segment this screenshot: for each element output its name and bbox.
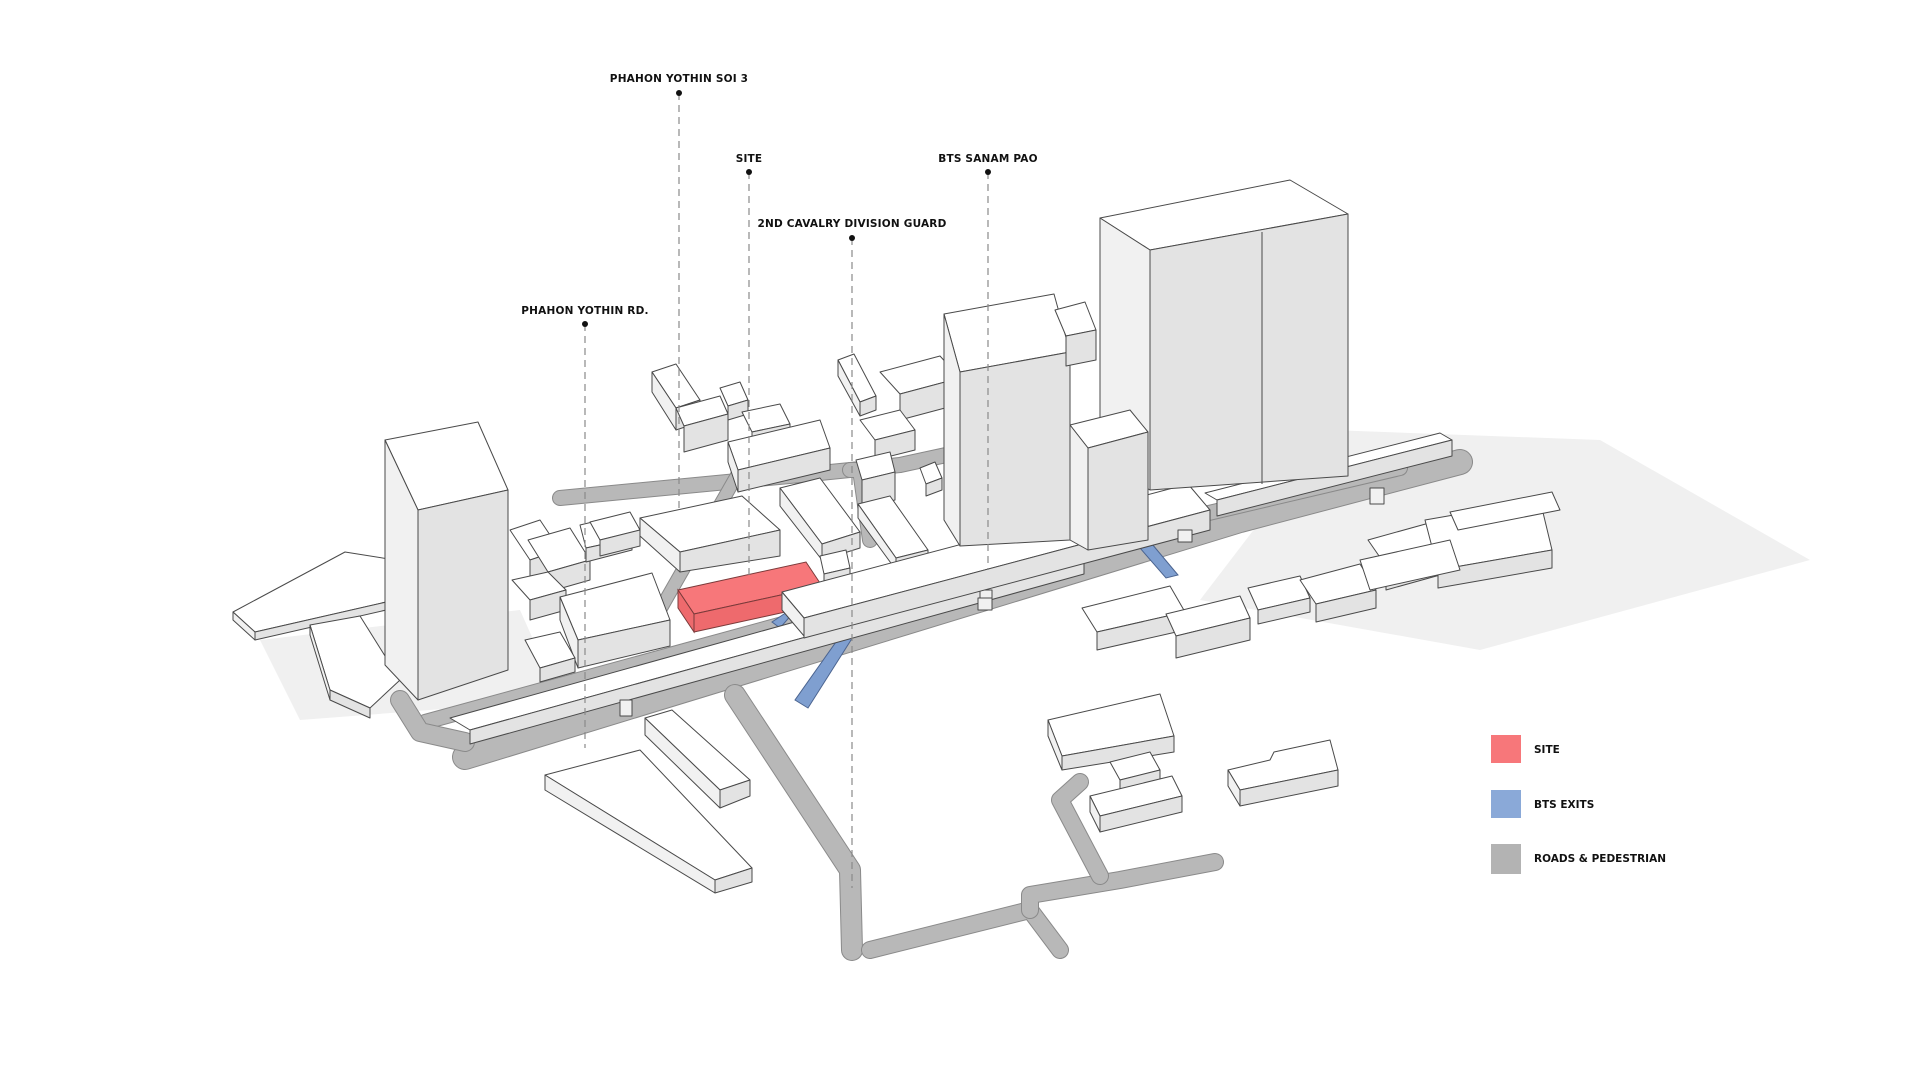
east-tower xyxy=(1069,179,1349,551)
legend-label-roads-pedestrian: ROADS & PEDESTRIAN xyxy=(1534,853,1666,865)
legend-label-site: SITE xyxy=(1534,744,1560,756)
east-low-blocks xyxy=(1081,491,1561,659)
legend: SITE BTS EXITS ROADS & PEDESTRIAN xyxy=(1491,735,1666,874)
south-east-blocks xyxy=(1047,693,1339,833)
west-low-blocks xyxy=(232,551,401,719)
label-phahon-yothin-rd: PHAHON YOTHIN RD. xyxy=(521,305,648,317)
legend-label-bts-exits: BTS EXITS xyxy=(1534,799,1594,811)
legend-swatch-bts-exits xyxy=(1491,790,1521,818)
legend-swatch-site xyxy=(1491,735,1521,763)
annotation-cavalry: 2ND CAVALRY DIVISION GUARD xyxy=(757,218,946,888)
site-surroundings xyxy=(589,477,929,591)
annotation-soi3: PHAHON YOTHIN SOI 3 xyxy=(610,73,748,510)
annotation-bts-sanam-pao: BTS SANAM PAO xyxy=(938,153,1038,570)
label-2nd-cavalry-division-guard: 2ND CAVALRY DIVISION GUARD xyxy=(757,218,946,230)
legend-swatch-roads xyxy=(1491,844,1521,874)
label-phahon-yothin-soi3: PHAHON YOTHIN SOI 3 xyxy=(610,73,748,85)
annotation-phahon-rd: PHAHON YOTHIN RD. xyxy=(521,305,649,748)
label-site: SITE xyxy=(736,153,763,165)
north-cluster xyxy=(651,353,961,509)
south-west-blocks xyxy=(544,709,753,894)
west-tower xyxy=(384,421,509,701)
annotation-site: SITE xyxy=(736,153,763,580)
label-bts-sanam-pao: BTS SANAM PAO xyxy=(938,153,1037,165)
